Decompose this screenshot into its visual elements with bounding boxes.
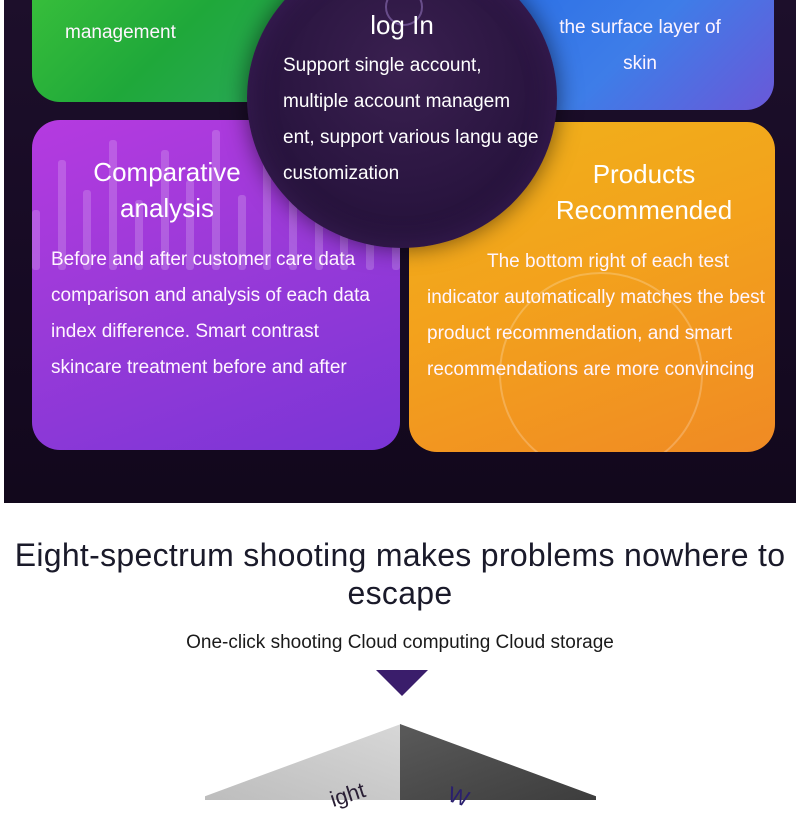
comparative-analysis-title: Comparative analysis xyxy=(93,157,241,223)
skin-surface-text: the surface layer of skin xyxy=(559,17,721,74)
login-text: Support single account, multiple account… xyxy=(283,55,539,184)
feature-panel: management the surface layer of skin Com… xyxy=(4,0,796,503)
products-recommended-text: The bottom right of each test indicator … xyxy=(427,251,765,380)
page-headline: Eight-spectrum shooting makes problems n… xyxy=(14,537,786,611)
products-recommended-card: Products Recommended The bottom right of… xyxy=(409,122,775,452)
login-icon xyxy=(385,0,423,26)
comparative-analysis-text: Before and after customer care data comp… xyxy=(51,249,370,378)
cube-face-right xyxy=(400,724,596,800)
page-subline: One-click shooting Cloud computing Cloud… xyxy=(186,632,614,653)
cube-face-left xyxy=(205,724,401,800)
login-title: log In xyxy=(370,10,434,40)
products-recommended-title: Products Recommended xyxy=(555,159,733,225)
down-arrow-icon xyxy=(376,670,428,696)
lifelong-tracking-text: management xyxy=(65,22,176,43)
lifelong-tracking-card: management xyxy=(32,0,292,102)
login-feature-circle: log In Support single account, multiple … xyxy=(247,0,557,248)
skin-surface-card: the surface layer of skin xyxy=(516,0,774,110)
